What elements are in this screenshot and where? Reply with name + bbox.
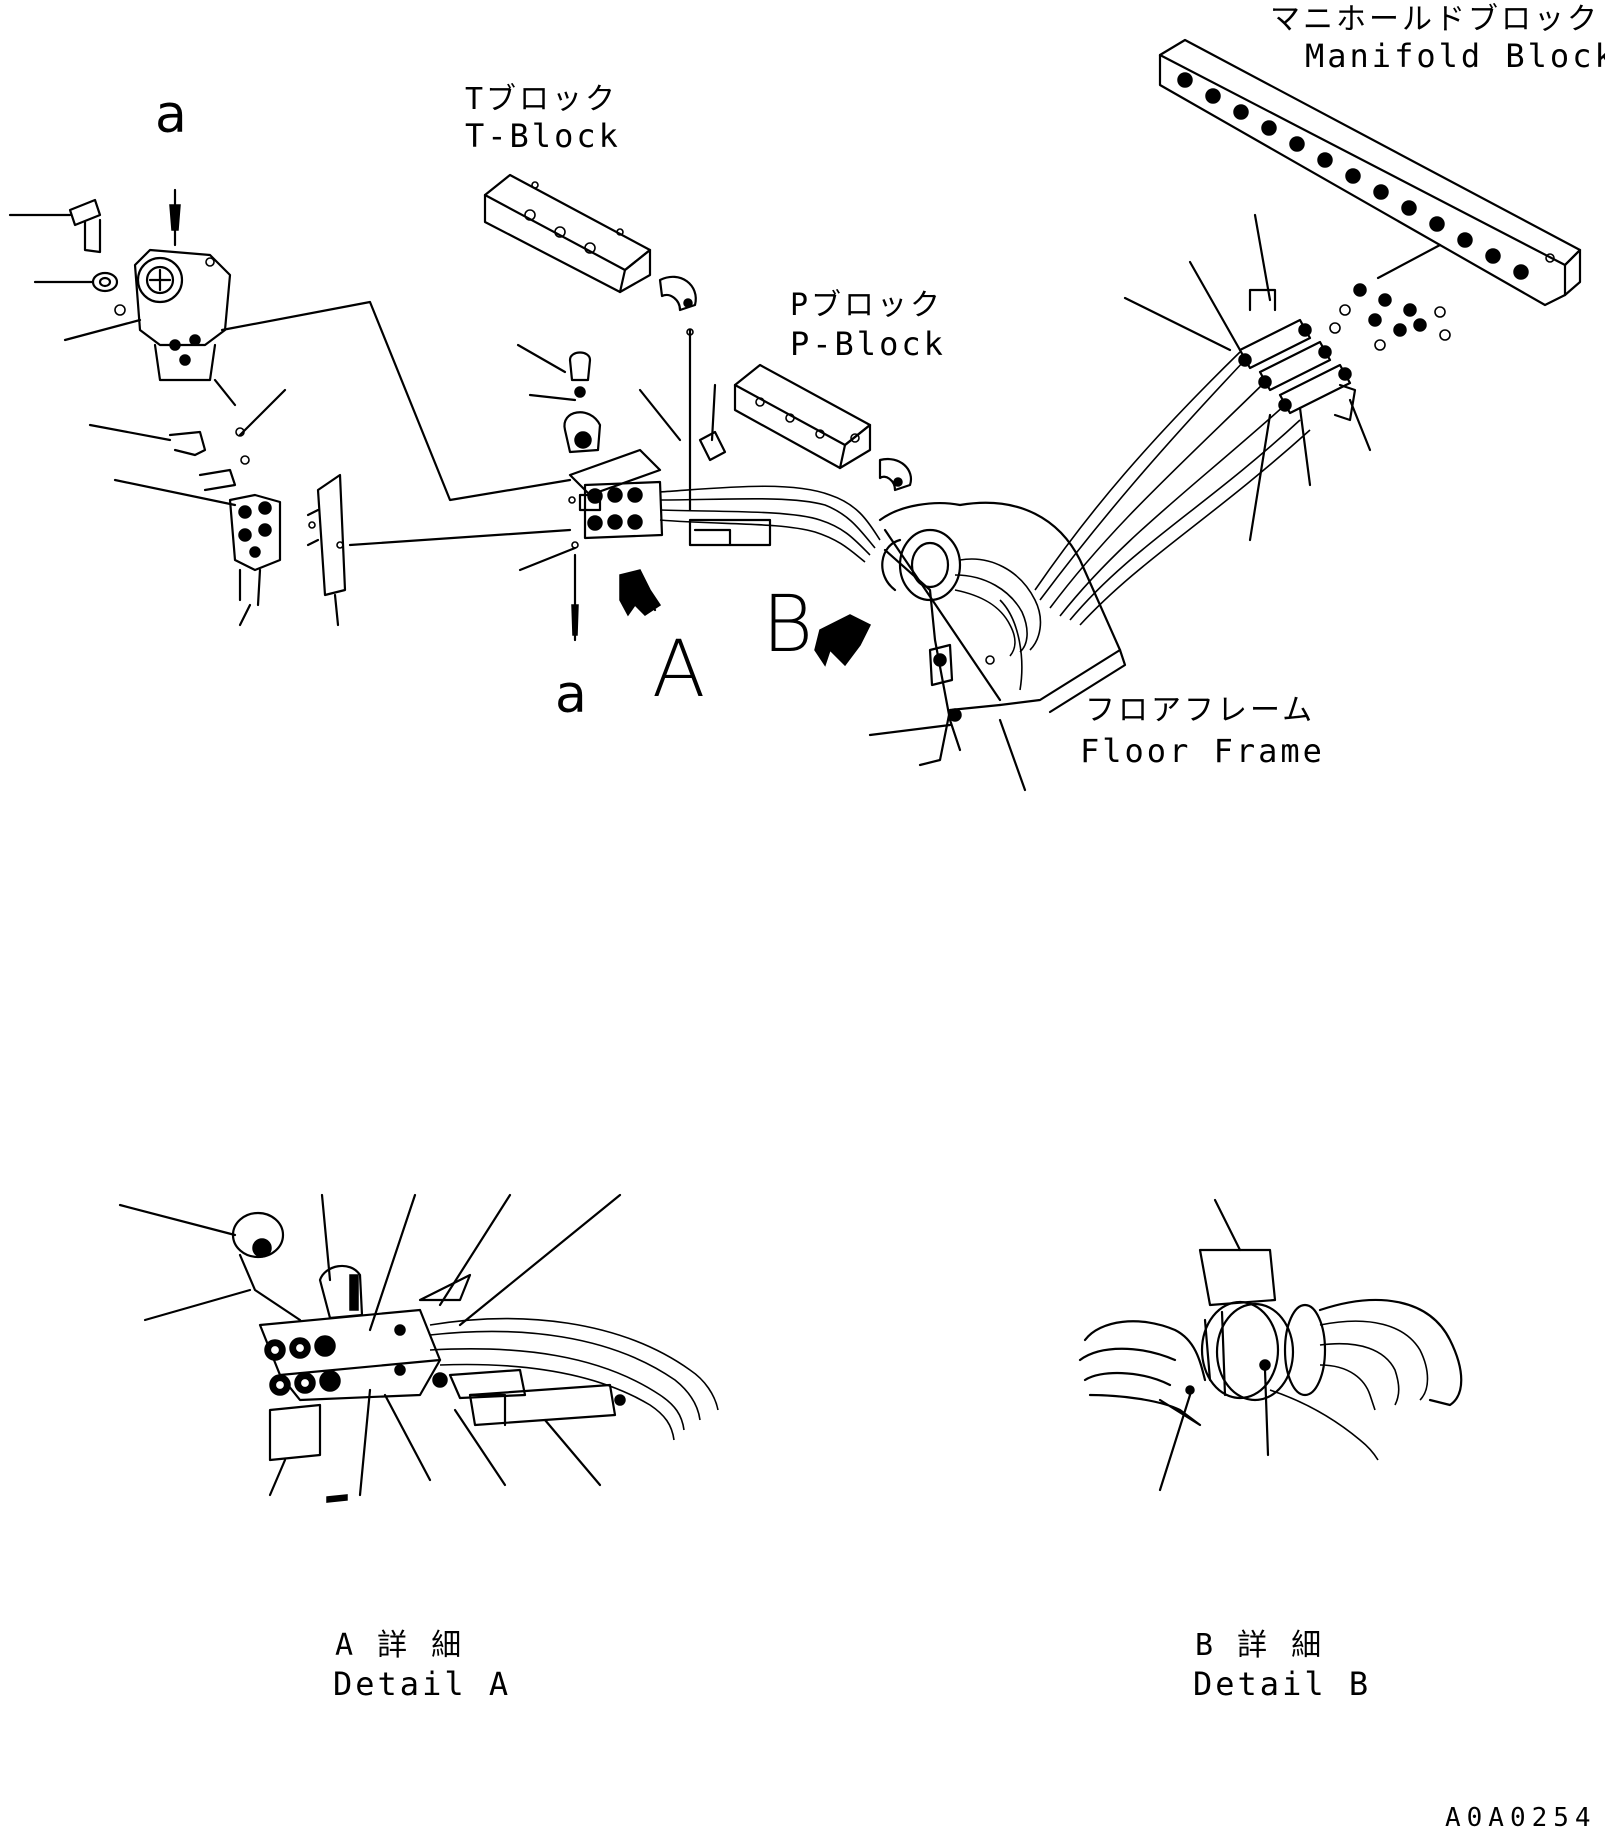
view-arrow-b-label: B	[762, 580, 814, 670]
view-arrow-a-label: A	[652, 625, 706, 715]
detail-a-label-jp: A 詳 細	[335, 1628, 465, 1663]
t-block-label-en: T-Block	[465, 117, 621, 155]
floor-frame-label-jp: フロアフレーム	[1085, 693, 1316, 728]
drawing-number: A0A0254	[1445, 1803, 1597, 1833]
floor-frame	[814, 501, 1127, 792]
detail-a-drawing	[118, 1193, 719, 1503]
manifold-ports	[1177, 72, 1555, 280]
manifold-fittings	[1329, 243, 1451, 351]
center-valve-block	[516, 343, 881, 642]
manifold-block-label-jp: マニホールドブロック	[1270, 2, 1600, 37]
hose-end-fittings	[1238, 288, 1352, 415]
floor-frame-label-en: Floor Frame	[1080, 732, 1325, 770]
pilot-connection-lines	[213, 300, 572, 547]
callout-a-bottom: a	[555, 665, 587, 725]
manifold-block-label-en: Manifold Block	[1305, 37, 1605, 75]
pilot-valve-assembly	[8, 188, 232, 382]
manifold-block	[1123, 38, 1582, 542]
p-block-label-jp: Pブロック	[790, 288, 944, 323]
detail-b-label-jp: B 詳 細	[1195, 1628, 1325, 1663]
detail-a-label-en: Detail A	[333, 1665, 512, 1703]
t-block-label-jp: Tブロック	[465, 82, 619, 117]
t-block	[483, 173, 697, 512]
valve-fittings	[88, 388, 347, 627]
callout-a-top: a	[155, 85, 187, 145]
detail-b-drawing	[1078, 1198, 1463, 1492]
hose-bundle-right	[1034, 351, 1311, 626]
detail-b-label-en: Detail B	[1193, 1665, 1372, 1703]
p-block-label-en: P-Block	[790, 325, 946, 363]
p-block	[698, 363, 913, 492]
